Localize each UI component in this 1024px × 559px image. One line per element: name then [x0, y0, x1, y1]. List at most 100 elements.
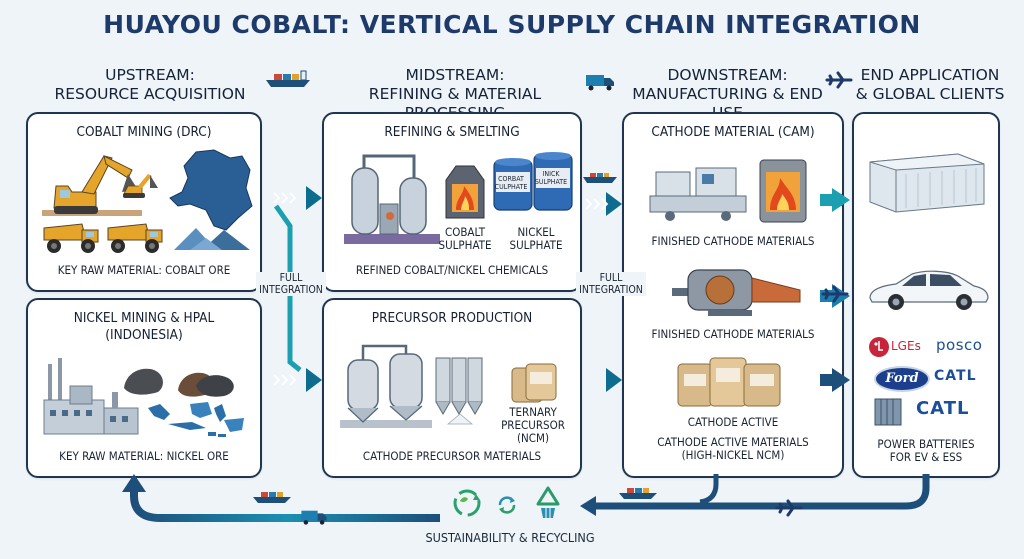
- refining-box: REFINING & SMELTING CORBAT CULPHATE INIC…: [322, 112, 582, 292]
- catl-logo-1: CATL: [934, 368, 977, 384]
- upstream-heading: UPSTREAM: RESOURCE ACQUISITION: [40, 66, 260, 104]
- recycling-loop-mid: [699, 474, 719, 505]
- cobalt-mining-caption: KEY RAW MATERIAL: COBALT ORE: [57, 263, 231, 277]
- cobalt-sulphate-label: COBALT SULPHATE: [432, 226, 498, 252]
- nickel-ore-icon: [124, 368, 234, 397]
- ternary-precursor-label: TERNARY PRECURSOR (NCM): [488, 406, 578, 445]
- end-application-heading: END APPLICATION & GLOBAL CLIENTS: [846, 66, 1014, 104]
- cobalt-ore-pile-icon: [174, 228, 250, 250]
- cathode-production-line-icon: [649, 159, 807, 223]
- precursor-box: PRECURSOR PRODUCTION TERNARY PRECURSOR (…: [322, 298, 582, 478]
- truck-icon-bottom: [301, 510, 327, 525]
- drum2-label: INICK SULPHATE: [532, 170, 570, 186]
- nickel-mining-title-line2: (INDONESIA): [105, 327, 183, 343]
- cathode-bags-icon: [677, 357, 781, 407]
- ternary-line2: PRECURSOR: [501, 418, 565, 432]
- recycling-loop-right: [590, 474, 930, 510]
- drc-map-icon: [169, 149, 253, 231]
- truck-icon: [586, 75, 614, 91]
- sustainability-recycling-label: SUSTAINABILITY & RECYCLING: [425, 530, 595, 545]
- full-integration-right-line2: INTEGRATION: [579, 284, 643, 296]
- arrow-cathode-to-clients: [820, 368, 850, 392]
- nickel-mining-box: NICKEL MINING & HPAL (INDONESIA) KEY RAW…: [26, 298, 262, 478]
- haul-truck-icon: [43, 223, 99, 253]
- downstream-heading-line1: DOWNSTREAM:: [667, 66, 788, 84]
- plane-icon-bottom: [775, 499, 803, 517]
- power-batteries-line1: POWER BATTERIES: [877, 437, 975, 451]
- excavator-icon: [42, 155, 142, 216]
- recycling-loop-right-arrowhead: [580, 496, 596, 516]
- arrow-precursor-to-cathode: [580, 368, 622, 392]
- power-batteries-line2: FOR EV & ESS: [889, 450, 963, 464]
- plane-icon: [825, 71, 853, 89]
- cathode-caption-1: FINISHED CATHODE MATERIALS: [651, 234, 815, 248]
- small-excavator-icon: [123, 174, 158, 198]
- cathode-caption-3: CATHODE ACTIVE: [687, 415, 779, 429]
- silos-icon: [435, 357, 483, 425]
- midstream-heading-line1: MIDSTREAM:: [405, 66, 505, 84]
- plane-icon-mid: [821, 285, 849, 303]
- ford-logo: Ford: [874, 366, 930, 392]
- ship-icon: [266, 70, 310, 87]
- precursor-caption: CATHODE PRECURSOR MATERIALS: [362, 449, 542, 463]
- recycle-bin-icon: [536, 486, 560, 518]
- energy-storage-container-icon: [869, 153, 985, 213]
- battery-container-icon: [874, 398, 902, 426]
- upstream-heading-line1: UPSTREAM:: [105, 66, 195, 84]
- arrow-refining-to-cathode: [580, 192, 622, 216]
- furnace-icon: [445, 165, 485, 219]
- ship-icon-midstream: [583, 173, 617, 183]
- cathode-caption-4-line1: CATHODE ACTIVE MATERIALS: [657, 435, 809, 449]
- full-integration-label-left: FULL INTEGRATION: [256, 272, 326, 296]
- drum1-label: CORBAT CULPHATE: [492, 175, 530, 191]
- cobalt-mining-title: COBALT MINING (DRC): [76, 124, 212, 140]
- refining-caption: REFINED COBALT/NICKEL CHEMICALS: [355, 263, 549, 277]
- page-title: HUAYOU COBALT: VERTICAL SUPPLY CHAIN INT…: [103, 10, 921, 39]
- ship-icon-bottom-right: [619, 488, 657, 499]
- posco-logo: POSCO: [936, 336, 983, 354]
- arrow-cobalt-to-refining: [260, 186, 322, 210]
- ship-icon-bottom-left: [253, 492, 291, 503]
- nickel-sulphate-line1: NICKEL: [517, 225, 555, 239]
- cathode-box: CATHODE MATERIAL (CAM) FINISHED CATHODE …: [622, 112, 844, 478]
- cobalt-sulphate-line2: SULPHATE: [438, 238, 492, 252]
- refinery-tanks-icon: [344, 154, 440, 244]
- power-batteries-caption: POWER BATTERIES FOR EV & ESS: [854, 438, 998, 464]
- haul-truck-icon-2: [107, 223, 163, 253]
- indonesia-map-icon: [148, 402, 244, 437]
- precursor-title: PRECURSOR PRODUCTION: [371, 310, 533, 326]
- catl-logo-2: CATL: [916, 398, 970, 419]
- full-integration-left-line1: FULL: [279, 272, 303, 284]
- drum2-label-line2: SULPHATE: [534, 178, 568, 186]
- nickel-sulphate-label: NICKEL SULPHATE: [500, 226, 572, 252]
- chemical-drums-icon: [493, 152, 573, 211]
- end-heading-line1: END APPLICATION: [860, 66, 1000, 84]
- ternary-line1: TERNARY: [509, 405, 557, 419]
- refresh-cycle-icon: [498, 496, 516, 514]
- arrow-cathode-to-ess: [820, 188, 850, 212]
- full-integration-left-line2: INTEGRATION: [259, 284, 323, 296]
- electric-car-icon: [869, 270, 989, 310]
- full-integration-right-line1: FULL: [599, 272, 623, 284]
- hpal-plant-icon: [43, 358, 139, 435]
- recycling-loop-left: [130, 488, 440, 522]
- drum1-label-line1: CORBAT: [498, 175, 524, 183]
- lges-logo-text: LGEs: [891, 339, 921, 353]
- nickel-sulphate-line2: SULPHATE: [509, 238, 563, 252]
- refining-title: REFINING & SMELTING: [384, 124, 520, 140]
- cobalt-mining-box: COBALT MINING (DRC) KEY RAW MATERIAL: CO…: [26, 112, 262, 292]
- nickel-mining-caption: KEY RAW MATERIAL: NICKEL ORE: [59, 449, 229, 463]
- downstream-heading: DOWNSTREAM: MANUFACTURING & END USE: [615, 66, 840, 123]
- cathode-caption-4-line2: (HIGH-NICKEL NCM): [681, 448, 785, 462]
- drum1-label-line2: CULPHATE: [494, 183, 528, 191]
- cobalt-sulphate-line1: COBALT: [444, 225, 486, 239]
- drum2-label-line1: INICK: [542, 170, 560, 178]
- cathode-caption-4: CATHODE ACTIVE MATERIALS (HIGH-NICKEL NC…: [624, 436, 842, 462]
- ternary-line3: (NCM): [517, 431, 549, 445]
- cathode-title: CATHODE MATERIAL (CAM): [651, 124, 815, 140]
- recycling-icon: [453, 489, 481, 517]
- lg-logo-icon: [869, 337, 889, 357]
- full-integration-label-right: FULL INTEGRATION: [576, 272, 646, 296]
- cathode-caption-2: FINISHED CATHODE MATERIALS: [651, 327, 815, 341]
